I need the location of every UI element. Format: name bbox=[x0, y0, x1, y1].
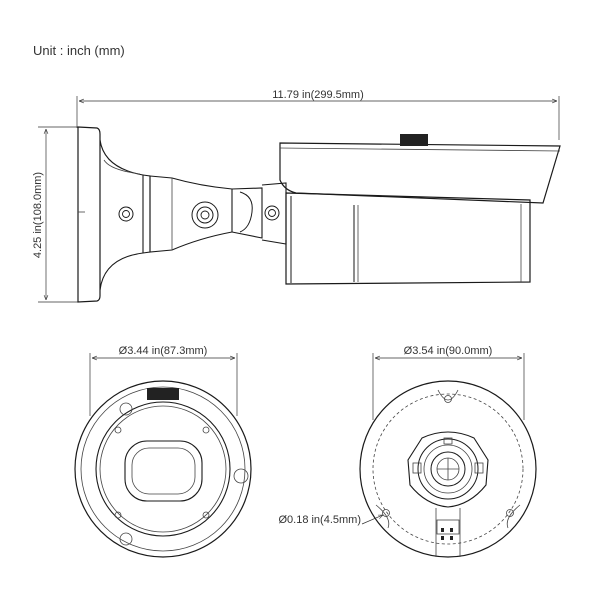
sun-shield bbox=[279, 142, 561, 204]
bracket-arm bbox=[149, 175, 233, 253]
center-clip-icons bbox=[412, 437, 484, 474]
front-diameter-label: Ø3.44 in(87.3mm) bbox=[119, 345, 208, 357]
mount-center-housing bbox=[407, 431, 489, 508]
cable-connector bbox=[441, 528, 453, 540]
overall-length-dimension: 11.79 in(299.5mm) bbox=[76, 89, 560, 140]
mount-diameter-dimension: Ø3.54 in(90.0mm) bbox=[372, 345, 525, 420]
overall-length-label: 11.79 in(299.5mm) bbox=[272, 89, 364, 101]
hole-diameter-label: Ø0.18 in(4.5mm) bbox=[278, 514, 361, 526]
height-label: 4.25 in(108.0mm) bbox=[32, 172, 44, 258]
bolt-circle bbox=[372, 393, 524, 545]
joint-screw-icon bbox=[264, 205, 280, 221]
lens-window bbox=[124, 440, 203, 502]
top-connector bbox=[400, 134, 428, 146]
camera-body bbox=[285, 192, 531, 285]
side-view: 11.79 in(299.5mm) 4.25 in(108.0mm) bbox=[32, 89, 561, 303]
hole-diameter-callout: Ø0.18 in(4.5mm) bbox=[278, 514, 383, 526]
front-screw-icons bbox=[114, 426, 210, 519]
front-top-tab bbox=[147, 388, 179, 400]
mount-diameter-label: Ø3.54 in(90.0mm) bbox=[404, 345, 493, 357]
mount-hole-icons bbox=[375, 389, 521, 529]
knuckle-bolt-icon bbox=[200, 210, 210, 220]
base-screw-icon bbox=[118, 206, 134, 222]
unit-label: Unit : inch (mm) bbox=[33, 43, 125, 58]
front-diameter-dimension: Ø3.44 in(87.3mm) bbox=[89, 345, 238, 416]
front-view: Ø3.44 in(87.3mm) bbox=[74, 345, 252, 558]
mount-view: Ø3.54 in(90.0mm) bbox=[278, 345, 537, 558]
height-dimension: 4.25 in(108.0mm) bbox=[32, 126, 78, 303]
wall-plate bbox=[77, 126, 101, 303]
